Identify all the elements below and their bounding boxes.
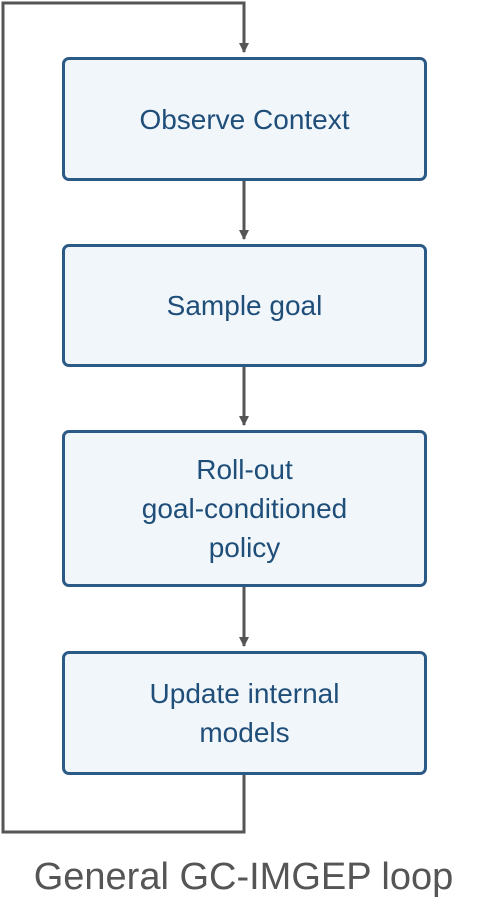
diagram-caption: General GC-IMGEP loop	[33, 856, 454, 898]
sample-goal-box: Sample goal	[62, 244, 427, 367]
observe-context-label: Observe Context	[139, 103, 350, 135]
update-models-box: Update internal models	[62, 651, 427, 775]
update-models-label: Update internal models	[149, 678, 340, 748]
observe-context-box: Observe Context	[62, 57, 427, 181]
rollout-policy-label: Roll-out goal-conditioned policy	[141, 454, 348, 563]
rollout-policy-box: Roll-out goal-conditioned policy	[62, 430, 427, 587]
loop-back-connector	[1, 1, 249, 834]
sample-goal-label: Sample goal	[166, 290, 323, 321]
